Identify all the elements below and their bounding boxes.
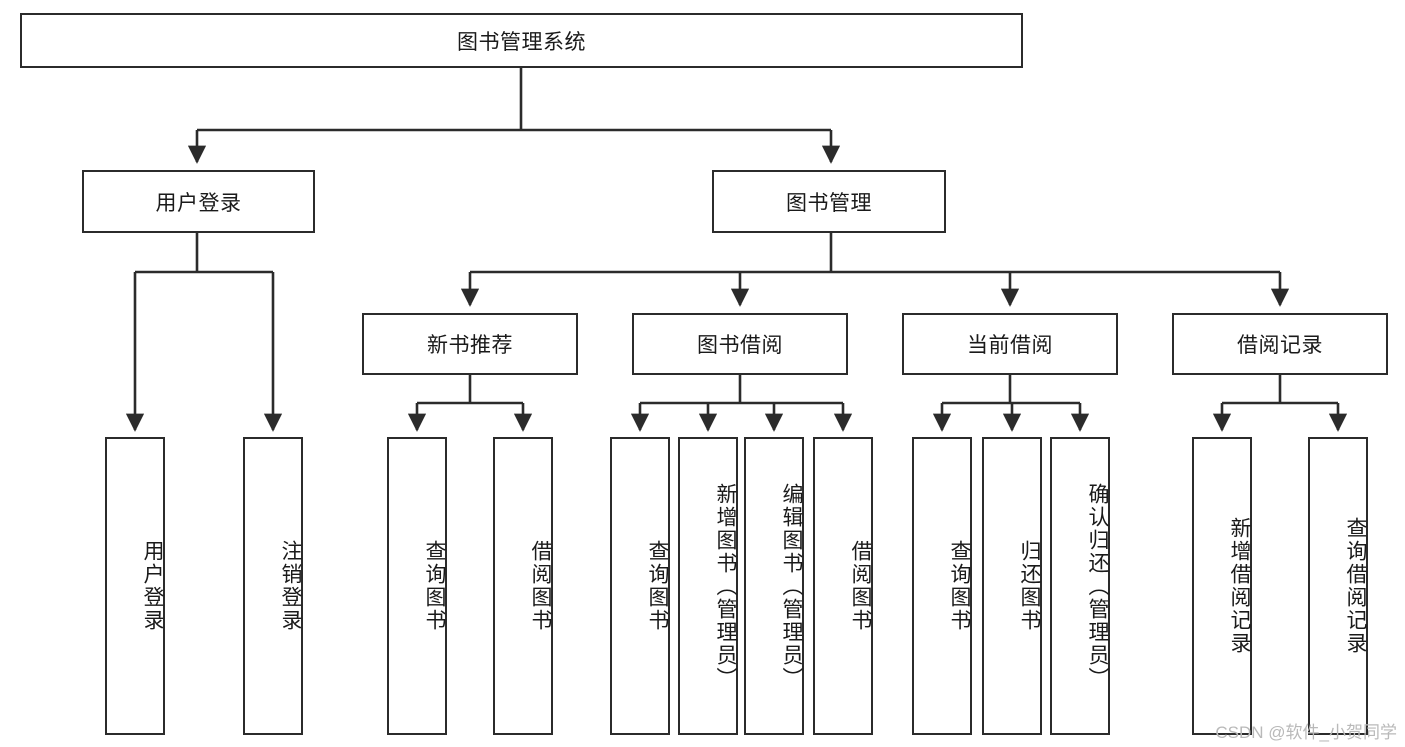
- node-leaf-confirm-return[interactable]: 确认归还（管理员）: [1050, 437, 1110, 735]
- node-leaf-user-login[interactable]: 用户登录: [105, 437, 165, 735]
- node-leaf-return-book[interactable]: 归还图书: [982, 437, 1042, 735]
- node-borrow-record-label: 借阅记录: [1237, 334, 1323, 357]
- node-leaf-return-book-label: 归还图书: [1018, 540, 1041, 632]
- node-book-borrow-label: 图书借阅: [697, 334, 783, 357]
- watermark-text: CSDN @软件_小贺同学: [1215, 723, 1397, 742]
- node-leaf-query-book-2-label: 查询图书: [646, 540, 669, 632]
- node-leaf-query-book-3-label: 查询图书: [948, 540, 971, 632]
- node-leaf-borrow-book-1[interactable]: 借阅图书: [493, 437, 553, 735]
- node-leaf-edit-book-label: 编辑图书（管理员）: [780, 482, 803, 690]
- node-leaf-user-login-label: 用户登录: [141, 540, 164, 632]
- node-leaf-confirm-return-label: 确认归还（管理员）: [1086, 482, 1109, 690]
- node-leaf-query-book-2[interactable]: 查询图书: [610, 437, 670, 735]
- node-leaf-edit-book[interactable]: 编辑图书（管理员）: [744, 437, 804, 735]
- node-user-login[interactable]: 用户登录: [82, 170, 315, 233]
- node-current-borrow[interactable]: 当前借阅: [902, 313, 1118, 375]
- node-leaf-query-book-3[interactable]: 查询图书: [912, 437, 972, 735]
- node-new-book-rec-label: 新书推荐: [427, 334, 513, 357]
- node-leaf-add-record[interactable]: 新增借阅记录: [1192, 437, 1252, 735]
- node-new-book-rec[interactable]: 新书推荐: [362, 313, 578, 375]
- node-leaf-query-book-1[interactable]: 查询图书: [387, 437, 447, 735]
- node-root[interactable]: 图书管理系统: [20, 13, 1023, 68]
- node-current-borrow-label: 当前借阅: [967, 334, 1053, 357]
- node-leaf-query-record[interactable]: 查询借阅记录: [1308, 437, 1368, 735]
- node-leaf-borrow-book-2[interactable]: 借阅图书: [813, 437, 873, 735]
- node-leaf-add-book-label: 新增图书（管理员）: [714, 482, 737, 690]
- node-leaf-query-record-label: 查询借阅记录: [1344, 517, 1367, 655]
- node-leaf-query-book-1-label: 查询图书: [423, 540, 446, 632]
- node-leaf-user-logout-label: 注销登录: [279, 540, 302, 632]
- node-book-manage[interactable]: 图书管理: [712, 170, 946, 233]
- node-book-borrow[interactable]: 图书借阅: [632, 313, 848, 375]
- node-leaf-user-logout[interactable]: 注销登录: [243, 437, 303, 735]
- node-user-login-label: 用户登录: [155, 191, 242, 215]
- node-leaf-add-book[interactable]: 新增图书（管理员）: [678, 437, 738, 735]
- node-leaf-borrow-book-1-label: 借阅图书: [529, 540, 552, 632]
- node-leaf-add-record-label: 新增借阅记录: [1228, 517, 1251, 655]
- node-book-manage-label: 图书管理: [786, 191, 872, 215]
- node-borrow-record[interactable]: 借阅记录: [1172, 313, 1388, 375]
- node-root-label: 图书管理系统: [457, 30, 586, 54]
- node-leaf-borrow-book-2-label: 借阅图书: [849, 540, 872, 632]
